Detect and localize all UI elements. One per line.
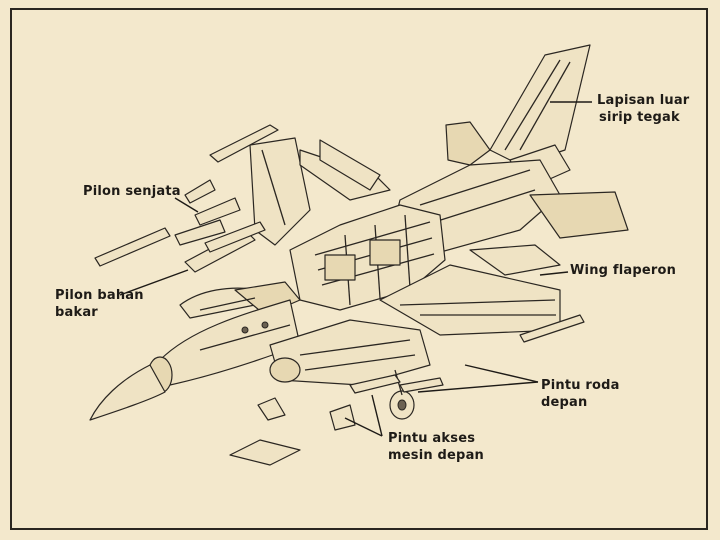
forward-fuselage bbox=[89, 299, 301, 421]
label-weapon-pylon: Pilon senjata bbox=[83, 184, 181, 199]
vertical-fin bbox=[445, 44, 591, 191]
label-wing-flaperon: Wing flaperon bbox=[570, 263, 677, 278]
access-panels bbox=[229, 397, 356, 466]
nose-gear bbox=[349, 369, 444, 420]
label-fuel-pylon-line1: Pilon bahan bbox=[55, 288, 144, 303]
label-fuel-pylon-line2: bakar bbox=[55, 305, 98, 320]
label-engine-door-line2: mesin depan bbox=[388, 448, 484, 463]
left-wing bbox=[249, 137, 391, 246]
diagram-border bbox=[10, 8, 708, 530]
center-fuselage bbox=[289, 204, 446, 311]
label-fin-skin-line2: sirip tegak bbox=[599, 110, 680, 125]
leader-lines bbox=[119, 101, 592, 437]
label-fin-skin-line1: Lapisan luar bbox=[597, 93, 690, 108]
intake-lower-fuselage bbox=[269, 319, 431, 386]
label-engine-door-line1: Pintu akses bbox=[388, 431, 476, 446]
right-wing bbox=[379, 264, 585, 343]
weapon-pylons bbox=[94, 124, 279, 267]
label-gear-door-line2: depan bbox=[541, 395, 588, 410]
label-gear-door-line1: Pintu roda bbox=[541, 378, 620, 393]
fuel-pylons bbox=[184, 221, 266, 273]
